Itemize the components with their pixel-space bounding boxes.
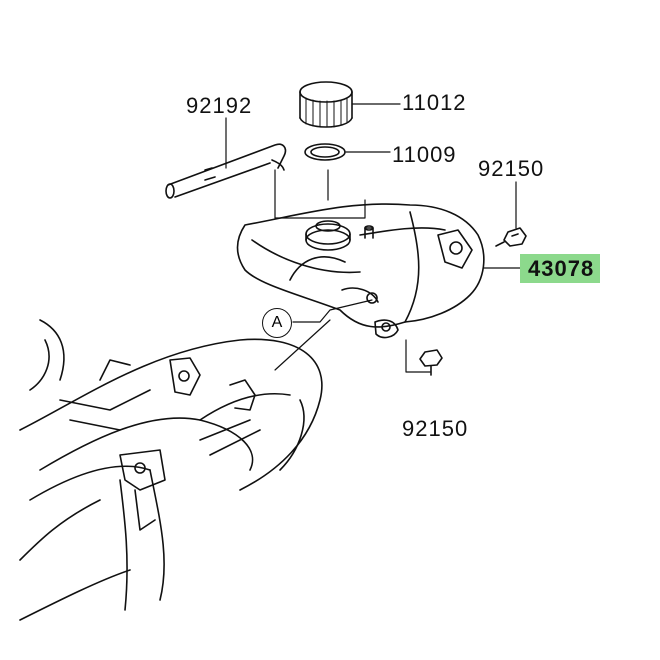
part-label-92192: 92192 (186, 93, 253, 118)
part-label-43078-highlighted: 43078 (520, 254, 601, 283)
fuel-tank-drawing (236, 203, 485, 339)
bolt-upper-drawing (495, 227, 527, 247)
part-label-92150-upper: 92150 (478, 156, 545, 181)
part-label-11009: 11009 (392, 142, 457, 167)
filler-cap-drawing (299, 81, 353, 128)
bolt-lower-drawing (419, 349, 443, 376)
part-label-11012: 11012 (402, 90, 467, 115)
leader-lines (225, 103, 521, 373)
breather-hose-drawing (165, 143, 287, 199)
frame-drawing (19, 319, 323, 621)
part-label-92150-lower: 92150 (402, 416, 469, 441)
gasket-drawing (304, 143, 346, 161)
callout-a-marker: A (262, 308, 292, 338)
